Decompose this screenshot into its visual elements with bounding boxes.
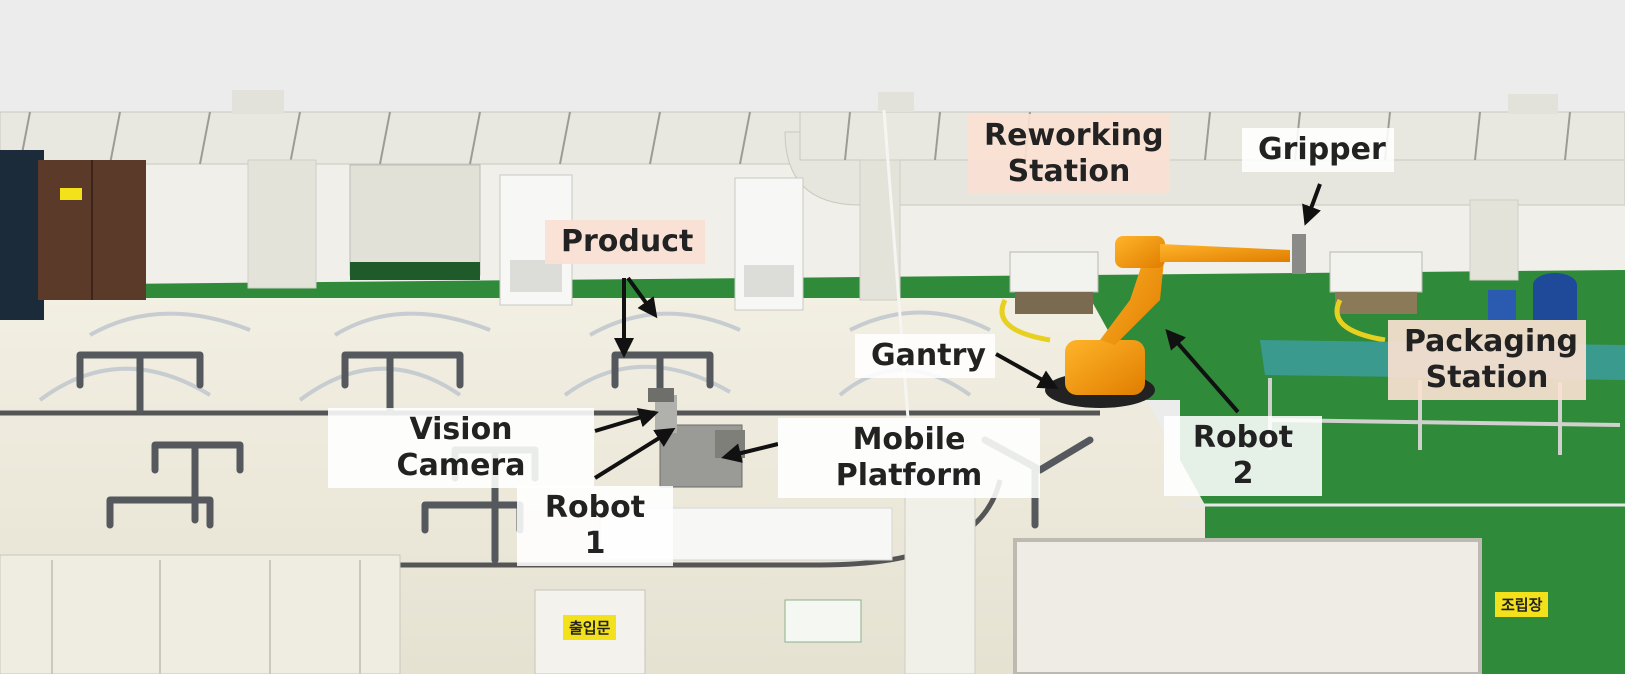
assembly-area-sign: 조립장 (1495, 592, 1549, 617)
wall-door-base (350, 262, 480, 280)
label-vision-camera: Vision Camera (328, 408, 594, 488)
label-product: Product (545, 220, 705, 264)
wall-door (349, 164, 481, 276)
front-panels (0, 538, 1482, 674)
wall-diagram-board (784, 599, 862, 643)
label-mobile-platform: Mobile Platform (778, 418, 1040, 498)
barrels (1488, 273, 1577, 320)
entrance-sign: 출입문 (563, 615, 617, 640)
label-gripper: Gripper (1242, 128, 1394, 172)
storage-cabinet (0, 150, 146, 320)
robot-2 (1045, 234, 1306, 408)
gantry (882, 109, 976, 674)
annotation-arrows (593, 183, 1322, 480)
workbenches (999, 251, 1423, 343)
label-robot-1: Robot 1 (517, 486, 673, 566)
label-gantry: Gantry (855, 334, 995, 378)
label-reworking-station: Reworking Station (968, 114, 1170, 194)
label-packaging-station: Packaging Station (1388, 320, 1586, 400)
label-robot-2: Robot 2 (1164, 416, 1322, 496)
